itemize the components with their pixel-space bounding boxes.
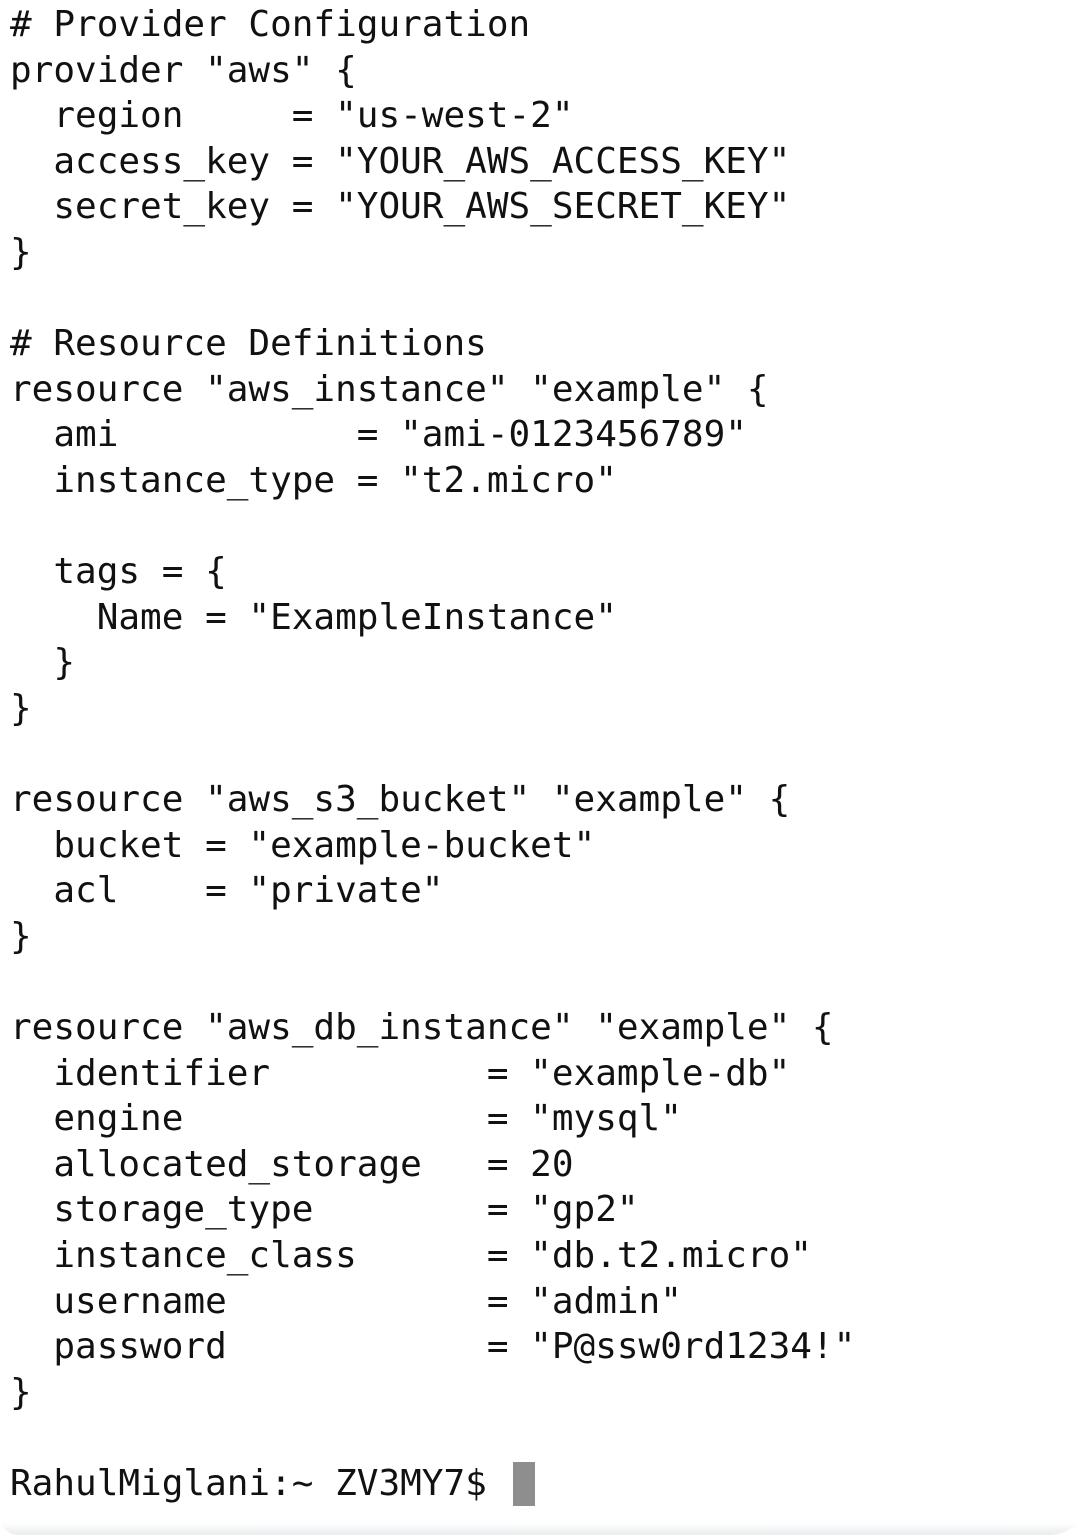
terminal-line: bucket = "example-bucket" <box>10 824 596 866</box>
terminal-line: acl = "private" <box>10 870 444 912</box>
terminal-line: allocated_storage = 20 <box>10 1143 574 1185</box>
terminal-line: secret_key = "YOUR_AWS_SECRET_KEY" <box>10 186 791 228</box>
command-prompt[interactable]: RahulMiglani:~ ZV3MY7$ <box>10 1461 855 1507</box>
terminal-output: # Provider Configuration provider "aws" … <box>10 2 855 1507</box>
terminal-line <box>10 732 855 778</box>
terminal-line <box>10 1415 855 1461</box>
terminal-line: } <box>10 231 32 273</box>
terminal-line: } <box>10 1371 32 1413</box>
text-cursor <box>512 1461 535 1506</box>
terminal-line: provider "aws" { <box>10 49 357 91</box>
terminal-line <box>10 959 855 1005</box>
terminal-line: resource "aws_instance" "example" { <box>10 368 769 410</box>
terminal-line: engine = "mysql" <box>10 1098 682 1140</box>
terminal-line: resource "aws_s3_bucket" "example" { <box>10 779 791 821</box>
terminal-line: instance_type = "t2.micro" <box>10 459 617 501</box>
terminal-line <box>10 276 855 322</box>
terminal-line: tags = { <box>10 551 227 593</box>
terminal-line: access_key = "YOUR_AWS_ACCESS_KEY" <box>10 140 791 182</box>
terminal-line: username = "admin" <box>10 1280 682 1322</box>
terminal-line: # Provider Configuration <box>10 4 531 45</box>
terminal-line: Name = "ExampleInstance" <box>10 596 617 638</box>
terminal-line: storage_type = "gp2" <box>10 1189 639 1231</box>
window-bottom-edge <box>0 1523 1089 1535</box>
prompt-text: RahulMiglani:~ ZV3MY7$ <box>10 1463 509 1504</box>
terminal-line: region = "us-west-2" <box>10 95 574 137</box>
terminal-line: } <box>10 687 32 729</box>
terminal-line: instance_class = "db.t2.micro" <box>10 1235 812 1277</box>
terminal-line: } <box>10 915 32 957</box>
terminal-line: ami = "ami-0123456789" <box>10 414 747 456</box>
terminal-line <box>10 504 855 550</box>
terminal-line: # Resource Definitions <box>10 323 487 365</box>
terminal-line: } <box>10 642 76 684</box>
terminal-line: password = "P@ssw0rd1234!" <box>10 1326 856 1368</box>
terminal-line: identifier = "example-db" <box>10 1052 791 1094</box>
terminal-line: resource "aws_db_instance" "example" { <box>10 1007 834 1049</box>
